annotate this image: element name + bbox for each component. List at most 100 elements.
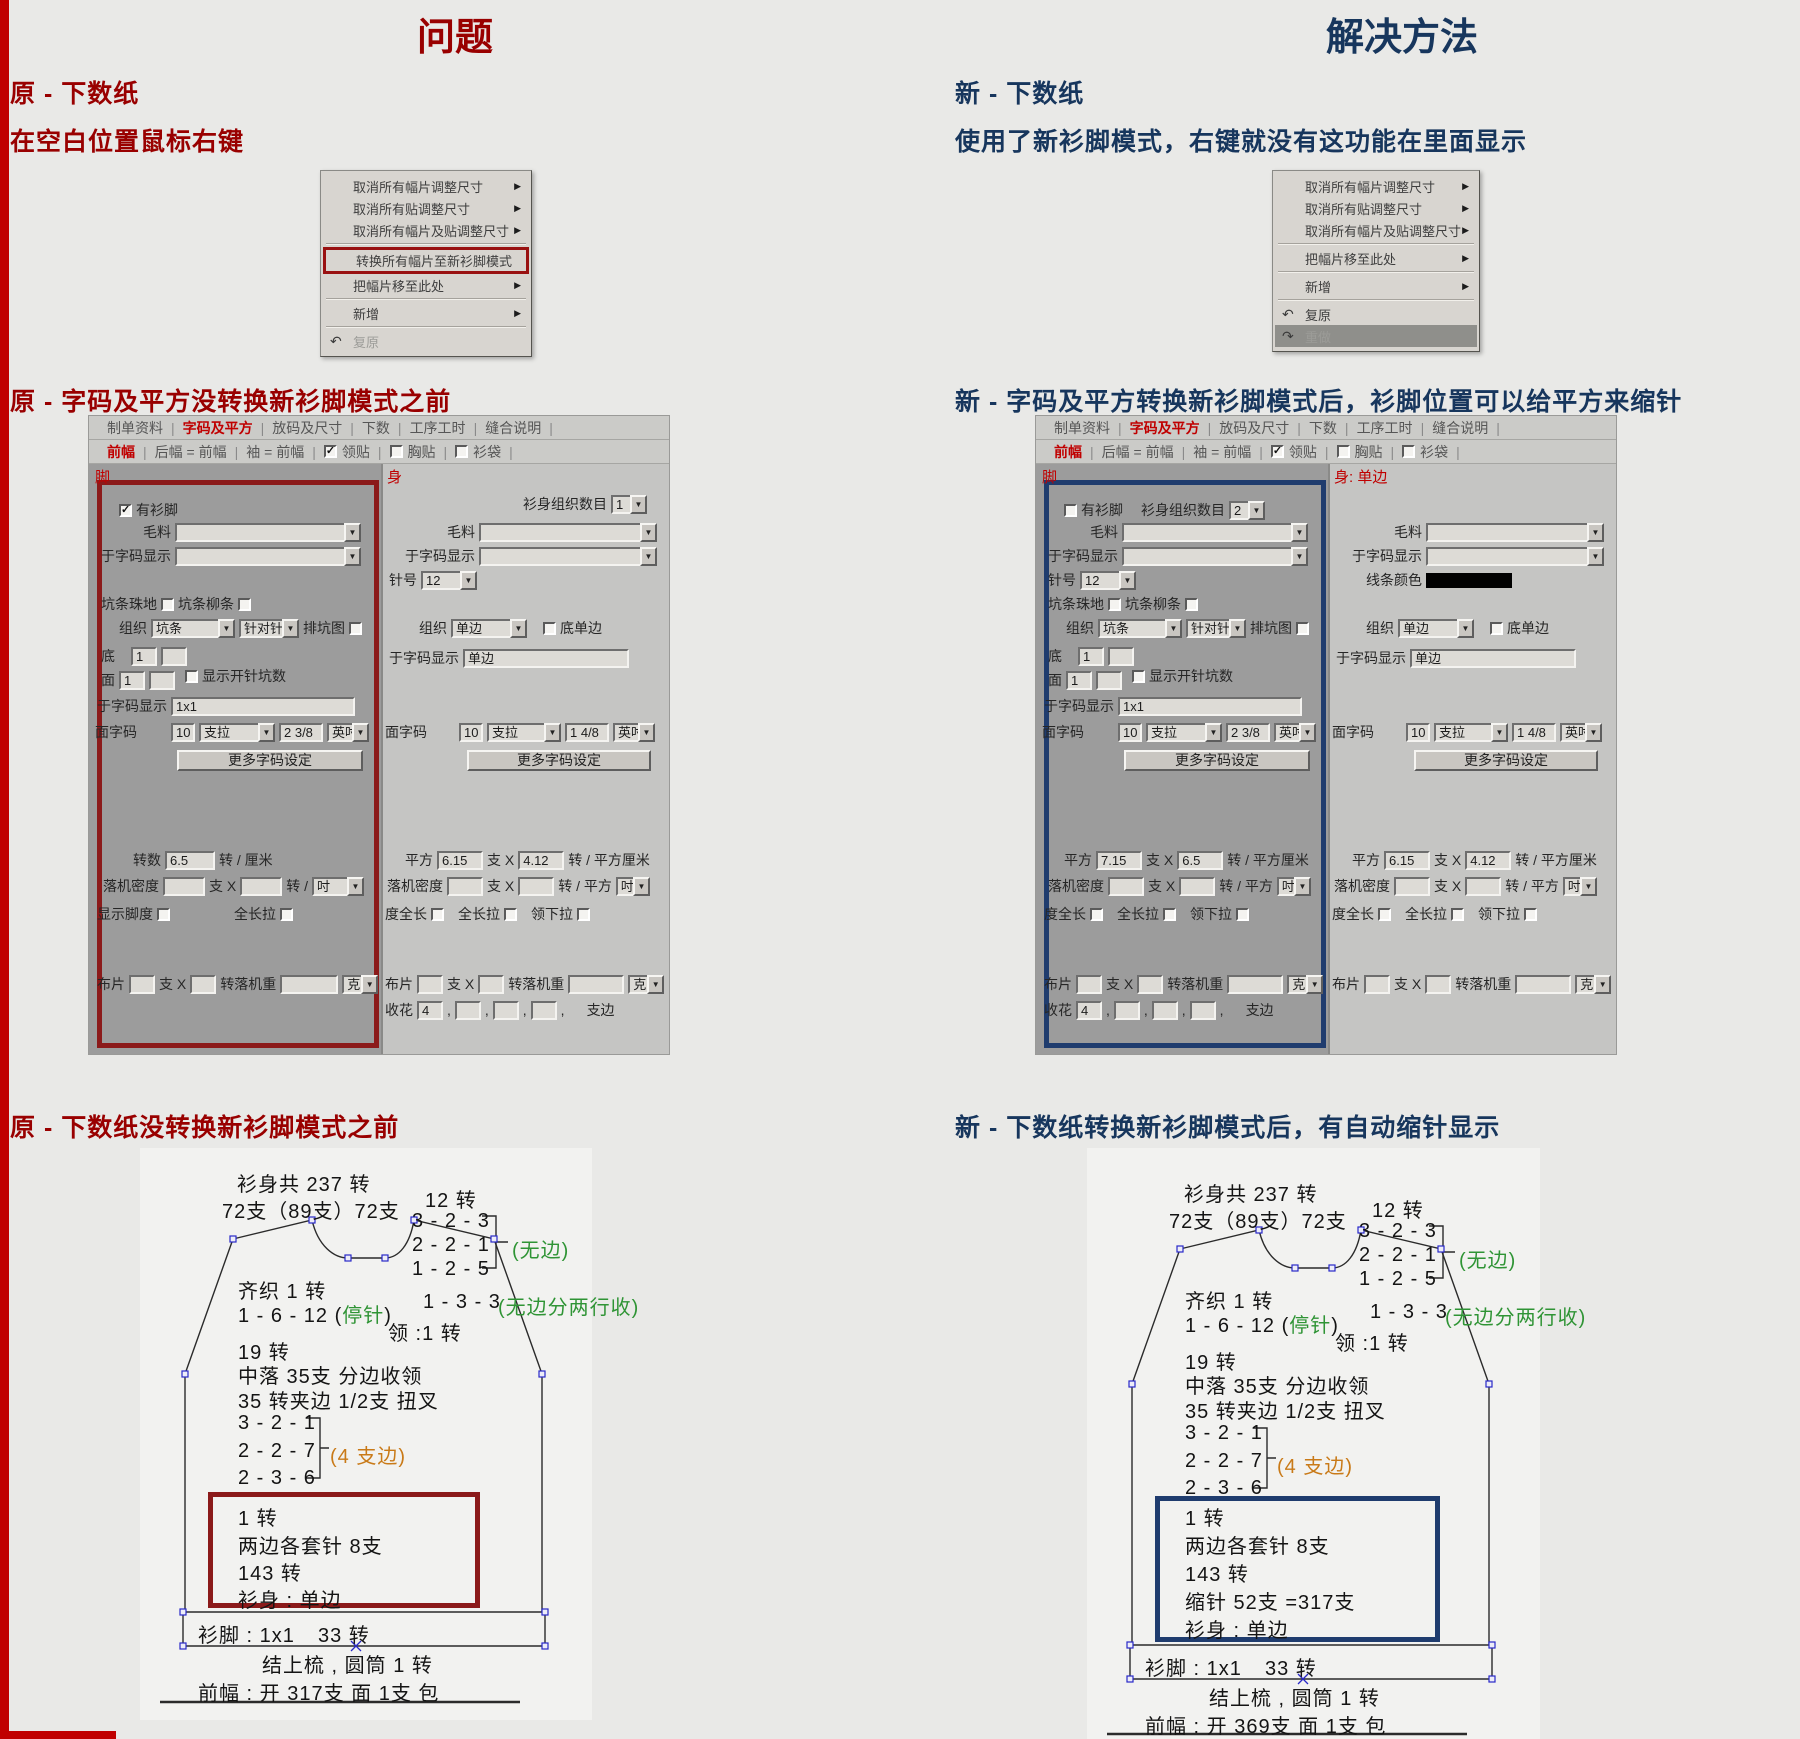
menu-item-4[interactable]: 把幅片移至此处▶ [1275,247,1477,269]
text-input[interactable]: 单边 [463,648,629,668]
dropdown[interactable]: ▼ [1426,522,1604,542]
text-input[interactable]: 6.5 [165,850,215,870]
checkbox[interactable] [431,907,444,921]
tab-6[interactable]: 缝合说明 [1424,418,1496,438]
checkbox[interactable] [1132,669,1145,683]
dropdown[interactable]: ▼ [175,522,361,542]
dropdown[interactable]: ▼ [175,546,361,566]
checkbox[interactable] [1451,907,1464,921]
text-input[interactable]: 1 [1078,646,1104,666]
text-input[interactable]: 1x1 [171,696,355,716]
checkbox[interactable] [1378,907,1391,921]
checkbox[interactable] [1090,907,1103,921]
dropdown[interactable]: 吋▼ [1276,876,1311,896]
text-input[interactable]: 10 [171,722,195,742]
subtab-2[interactable]: 后幅 = 前幅 [147,442,235,462]
dropdown[interactable]: ▼ [1122,522,1308,542]
subtab-1[interactable]: 前幅 [1046,442,1090,462]
dropdown[interactable]: ▼ [479,546,657,566]
dropdown[interactable]: 克▼ [1575,974,1612,994]
subtab-4[interactable]: ✓领贴 [316,442,378,462]
tab-1[interactable]: 制单资料 [1046,418,1118,438]
text-input[interactable]: 4.12 [1465,850,1512,870]
checkbox[interactable] [1185,597,1198,611]
text-input[interactable]: 2 3/8 [1226,722,1270,742]
dropdown[interactable]: ▼ [1426,546,1604,566]
subtab-1[interactable]: 前幅 [99,442,143,462]
text-input[interactable]: 7.15 [1096,850,1142,870]
tab-2[interactable]: 字码及平方 [175,418,261,438]
dropdown[interactable]: ▼ [479,522,657,542]
tab-5[interactable]: 工序工时 [402,418,474,438]
text-input[interactable] [447,876,483,896]
menu-item-4[interactable]: 转换所有幅片至新衫脚模式 [323,247,529,274]
dropdown[interactable]: 吋▼ [1562,876,1597,896]
more-sizes-button[interactable]: 更多字码设定 [1414,750,1598,771]
text-input[interactable] [478,974,505,994]
text-input[interactable] [1137,974,1164,994]
text-input[interactable]: 单边 [1410,648,1576,668]
text-input[interactable] [1076,974,1102,994]
text-input[interactable]: 10 [1406,722,1430,742]
dropdown[interactable]: 12▼ [421,570,477,590]
checkbox[interactable] [1064,503,1077,517]
dropdown[interactable]: 英吋▼ [327,722,369,742]
color-swatch[interactable] [1426,572,1512,588]
menu-item-1[interactable]: 取消所有幅片调整尺寸▶ [1275,175,1477,197]
dropdown[interactable]: 坑条▼ [151,618,235,638]
text-input[interactable]: 1 [119,670,145,690]
text-input[interactable]: 4 [417,1000,443,1020]
text-input[interactable]: 4.12 [518,850,565,870]
subtab-3[interactable]: 袖 = 前幅 [1185,442,1259,462]
dropdown[interactable]: 英吋▼ [613,722,655,742]
checkbox[interactable] [1490,621,1503,635]
tab-4[interactable]: 下数 [354,418,398,438]
tab-4[interactable]: 下数 [1301,418,1345,438]
text-input[interactable] [1394,876,1430,896]
checkbox[interactable] [238,597,251,611]
checkbox[interactable] [1524,907,1537,921]
dropdown[interactable]: 单边▼ [451,618,527,638]
text-input[interactable] [518,876,555,896]
text-input[interactable] [129,974,155,994]
dropdown[interactable]: 支拉▼ [487,722,561,742]
text-input[interactable] [417,974,443,994]
text-input[interactable] [1113,1000,1140,1020]
dropdown[interactable]: 吋▼ [312,876,365,896]
menu-item-2[interactable]: 取消所有贴调整尺寸▶ [1275,197,1477,219]
dropdown[interactable]: 1▼ [611,494,647,514]
more-sizes-button[interactable]: 更多字码设定 [1124,750,1310,771]
text-input[interactable] [1425,974,1452,994]
subtab-5[interactable]: 胸贴 [382,442,444,462]
text-input[interactable] [1515,974,1572,994]
checkbox[interactable] [1108,597,1121,611]
text-input[interactable] [492,1000,519,1020]
text-input[interactable]: 1 4/8 [565,722,609,742]
text-input[interactable] [530,1000,557,1020]
checkbox[interactable] [1236,907,1249,921]
text-input[interactable] [1364,974,1390,994]
text-input[interactable]: 6.15 [1384,850,1430,870]
dropdown[interactable]: 坑条▼ [1098,618,1182,638]
text-input[interactable] [240,876,283,896]
dropdown[interactable]: 克▼ [1287,974,1324,994]
subtab-2[interactable]: 后幅 = 前幅 [1094,442,1182,462]
text-input[interactable]: 1 4/8 [1512,722,1556,742]
text-input[interactable] [1227,974,1284,994]
text-input[interactable] [1151,1000,1178,1020]
menu-item-6[interactable]: 新增▶ [323,302,529,324]
subtab-5[interactable]: 胸贴 [1329,442,1391,462]
menu-item-6[interactable]: ↶复原 [1275,303,1477,325]
text-input[interactable]: 1x1 [1118,696,1302,716]
menu-item-5[interactable]: 把幅片移至此处▶ [323,274,529,296]
text-input[interactable] [1108,646,1134,666]
tab-6[interactable]: 缝合说明 [477,418,549,438]
dropdown[interactable]: 支拉▼ [1146,722,1222,742]
dropdown[interactable]: 支拉▼ [199,722,275,742]
text-input[interactable]: 6.15 [437,850,483,870]
subtab-6[interactable]: 衫袋 [447,442,509,462]
text-input[interactable]: 1 [131,646,157,666]
checkbox[interactable]: ✓ [1270,445,1284,458]
menu-item-3[interactable]: 取消所有幅片及贴调整尺寸▶ [1275,219,1477,241]
subtab-4[interactable]: ✓领贴 [1263,442,1325,462]
